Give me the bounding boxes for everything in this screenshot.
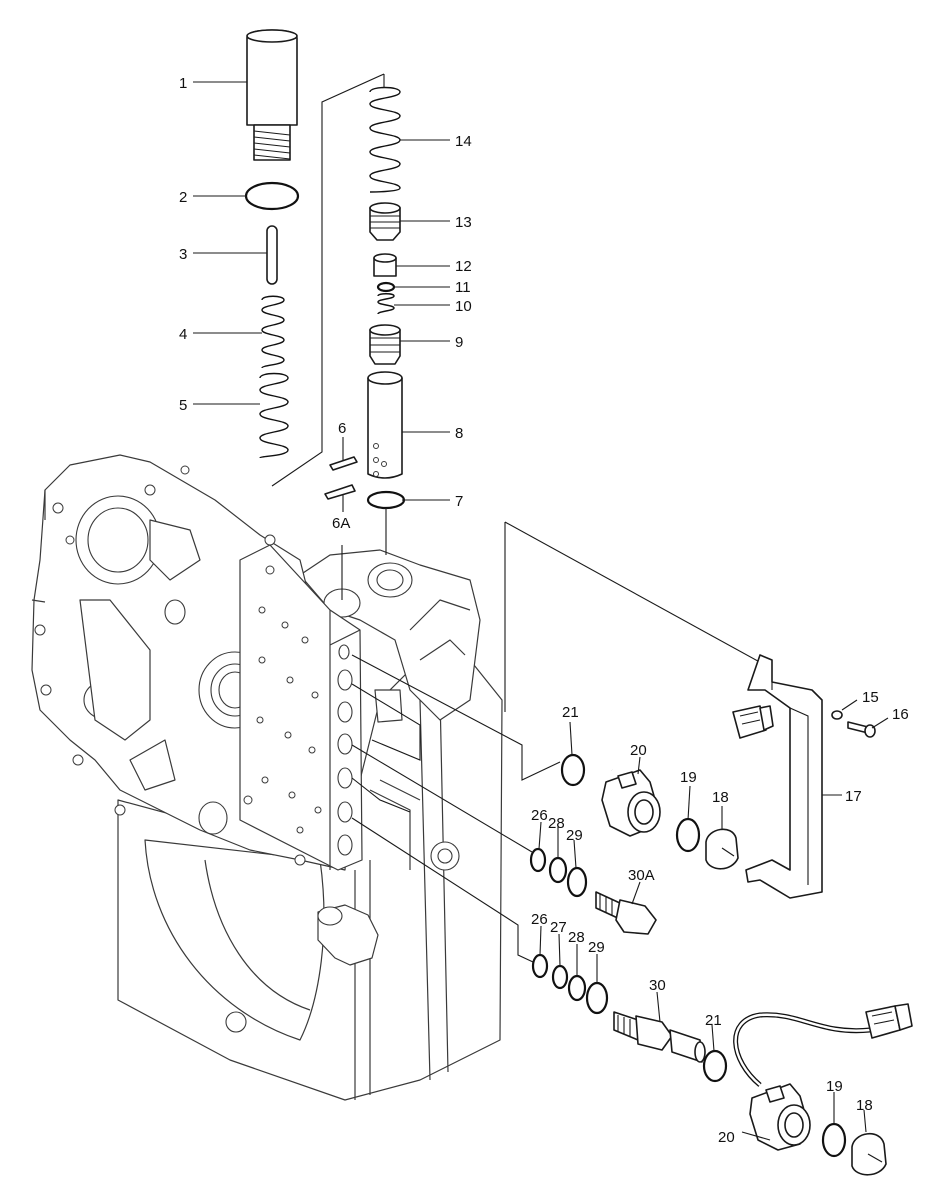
part-11-ring	[376, 281, 396, 293]
callout-27: 27	[550, 919, 567, 936]
callout-29-upper: 29	[566, 827, 583, 844]
part-19-o-ring-lower	[821, 1122, 847, 1158]
callout-21-upper: 21	[562, 704, 579, 721]
callout-4: 4	[179, 326, 187, 343]
callout-30a: 30A	[628, 867, 655, 884]
callout-11: 11	[455, 279, 471, 296]
part-28-ring-lower	[567, 974, 587, 1002]
valve-body-ports	[337, 644, 353, 856]
part-29-ring-lower	[585, 981, 609, 1015]
callout-12: 12	[455, 258, 472, 275]
callout-labels: 1 2 3 4 5 6 6A 7 8 9 10 11 12 13 14 15 1…	[179, 75, 909, 1146]
part-29-ring-upper	[566, 866, 588, 898]
assembly-guide-lines	[271, 73, 766, 712]
callout-30: 30	[649, 977, 666, 994]
valve-body-bolt-holes	[243, 565, 322, 834]
part-17-bracket	[745, 654, 823, 899]
callout-28-lower: 28	[568, 929, 585, 946]
callout-6: 6	[338, 420, 346, 437]
callout-21-lower: 21	[705, 1012, 722, 1029]
part-20-solenoid-upper	[601, 769, 661, 837]
part-13-spool	[369, 202, 401, 241]
upper-wire-harness	[599, 705, 774, 771]
part-4-spring	[261, 295, 285, 369]
callout-8: 8	[455, 425, 463, 442]
part-7-o-ring	[366, 490, 406, 510]
part-6-pin	[329, 456, 358, 471]
part-18-cap-lower	[851, 1133, 887, 1176]
part-5-spring	[259, 372, 289, 459]
callout-26-upper: 26	[531, 807, 548, 824]
part-26-ring-upper	[529, 847, 547, 873]
callout-19-upper: 19	[680, 769, 697, 786]
part-28-ring-upper	[548, 856, 568, 884]
callout-7: 7	[455, 493, 463, 510]
lower-wire-harness	[733, 1003, 913, 1087]
part-21-o-ring-lower	[702, 1049, 728, 1083]
callout-10: 10	[455, 298, 472, 315]
callout-16: 16	[892, 706, 909, 723]
callout-20-lower: 20	[718, 1129, 735, 1146]
callout-6a: 6A	[332, 515, 350, 532]
callout-17: 17	[845, 788, 862, 805]
callout-18-lower: 18	[856, 1097, 873, 1114]
part-26-ring-lower	[531, 953, 549, 979]
part-6a-pin	[324, 484, 356, 500]
callout-29-lower: 29	[588, 939, 605, 956]
part-2-o-ring	[244, 181, 300, 211]
transmission-housing	[31, 454, 503, 1101]
part-12-sleeve	[373, 253, 397, 277]
part-21-o-ring-upper	[560, 753, 586, 787]
part-18-cap-upper	[705, 828, 739, 870]
part-8-valve-sleeve	[367, 371, 403, 479]
leader-lines	[193, 81, 889, 1141]
part-16-screw	[847, 721, 876, 738]
part-3-pin	[266, 225, 278, 285]
callout-28-upper: 28	[548, 815, 565, 832]
callout-26-lower: 26	[531, 911, 548, 928]
callout-20-upper: 20	[630, 742, 647, 759]
callout-9: 9	[455, 334, 463, 351]
callout-1: 1	[179, 75, 187, 92]
callout-14: 14	[455, 133, 472, 150]
part-10-spring	[377, 293, 395, 315]
callout-5: 5	[179, 397, 187, 414]
part-27-ring	[551, 964, 569, 990]
part-9-spool	[369, 324, 401, 365]
callout-2: 2	[179, 189, 187, 206]
part-30a-plug	[595, 891, 657, 935]
callout-18-upper: 18	[712, 789, 729, 806]
callout-15: 15	[862, 689, 879, 706]
part-1-cap-plug	[246, 29, 298, 161]
part-30-valve-cartridge	[613, 1011, 706, 1063]
part-15-washer	[831, 710, 843, 720]
callout-13: 13	[455, 214, 472, 231]
callout-3: 3	[179, 246, 187, 263]
part-14-spring	[369, 86, 401, 193]
part-20-solenoid-lower	[749, 1083, 811, 1151]
callout-19-lower: 19	[826, 1078, 843, 1095]
part-19-o-ring-upper	[675, 817, 701, 853]
